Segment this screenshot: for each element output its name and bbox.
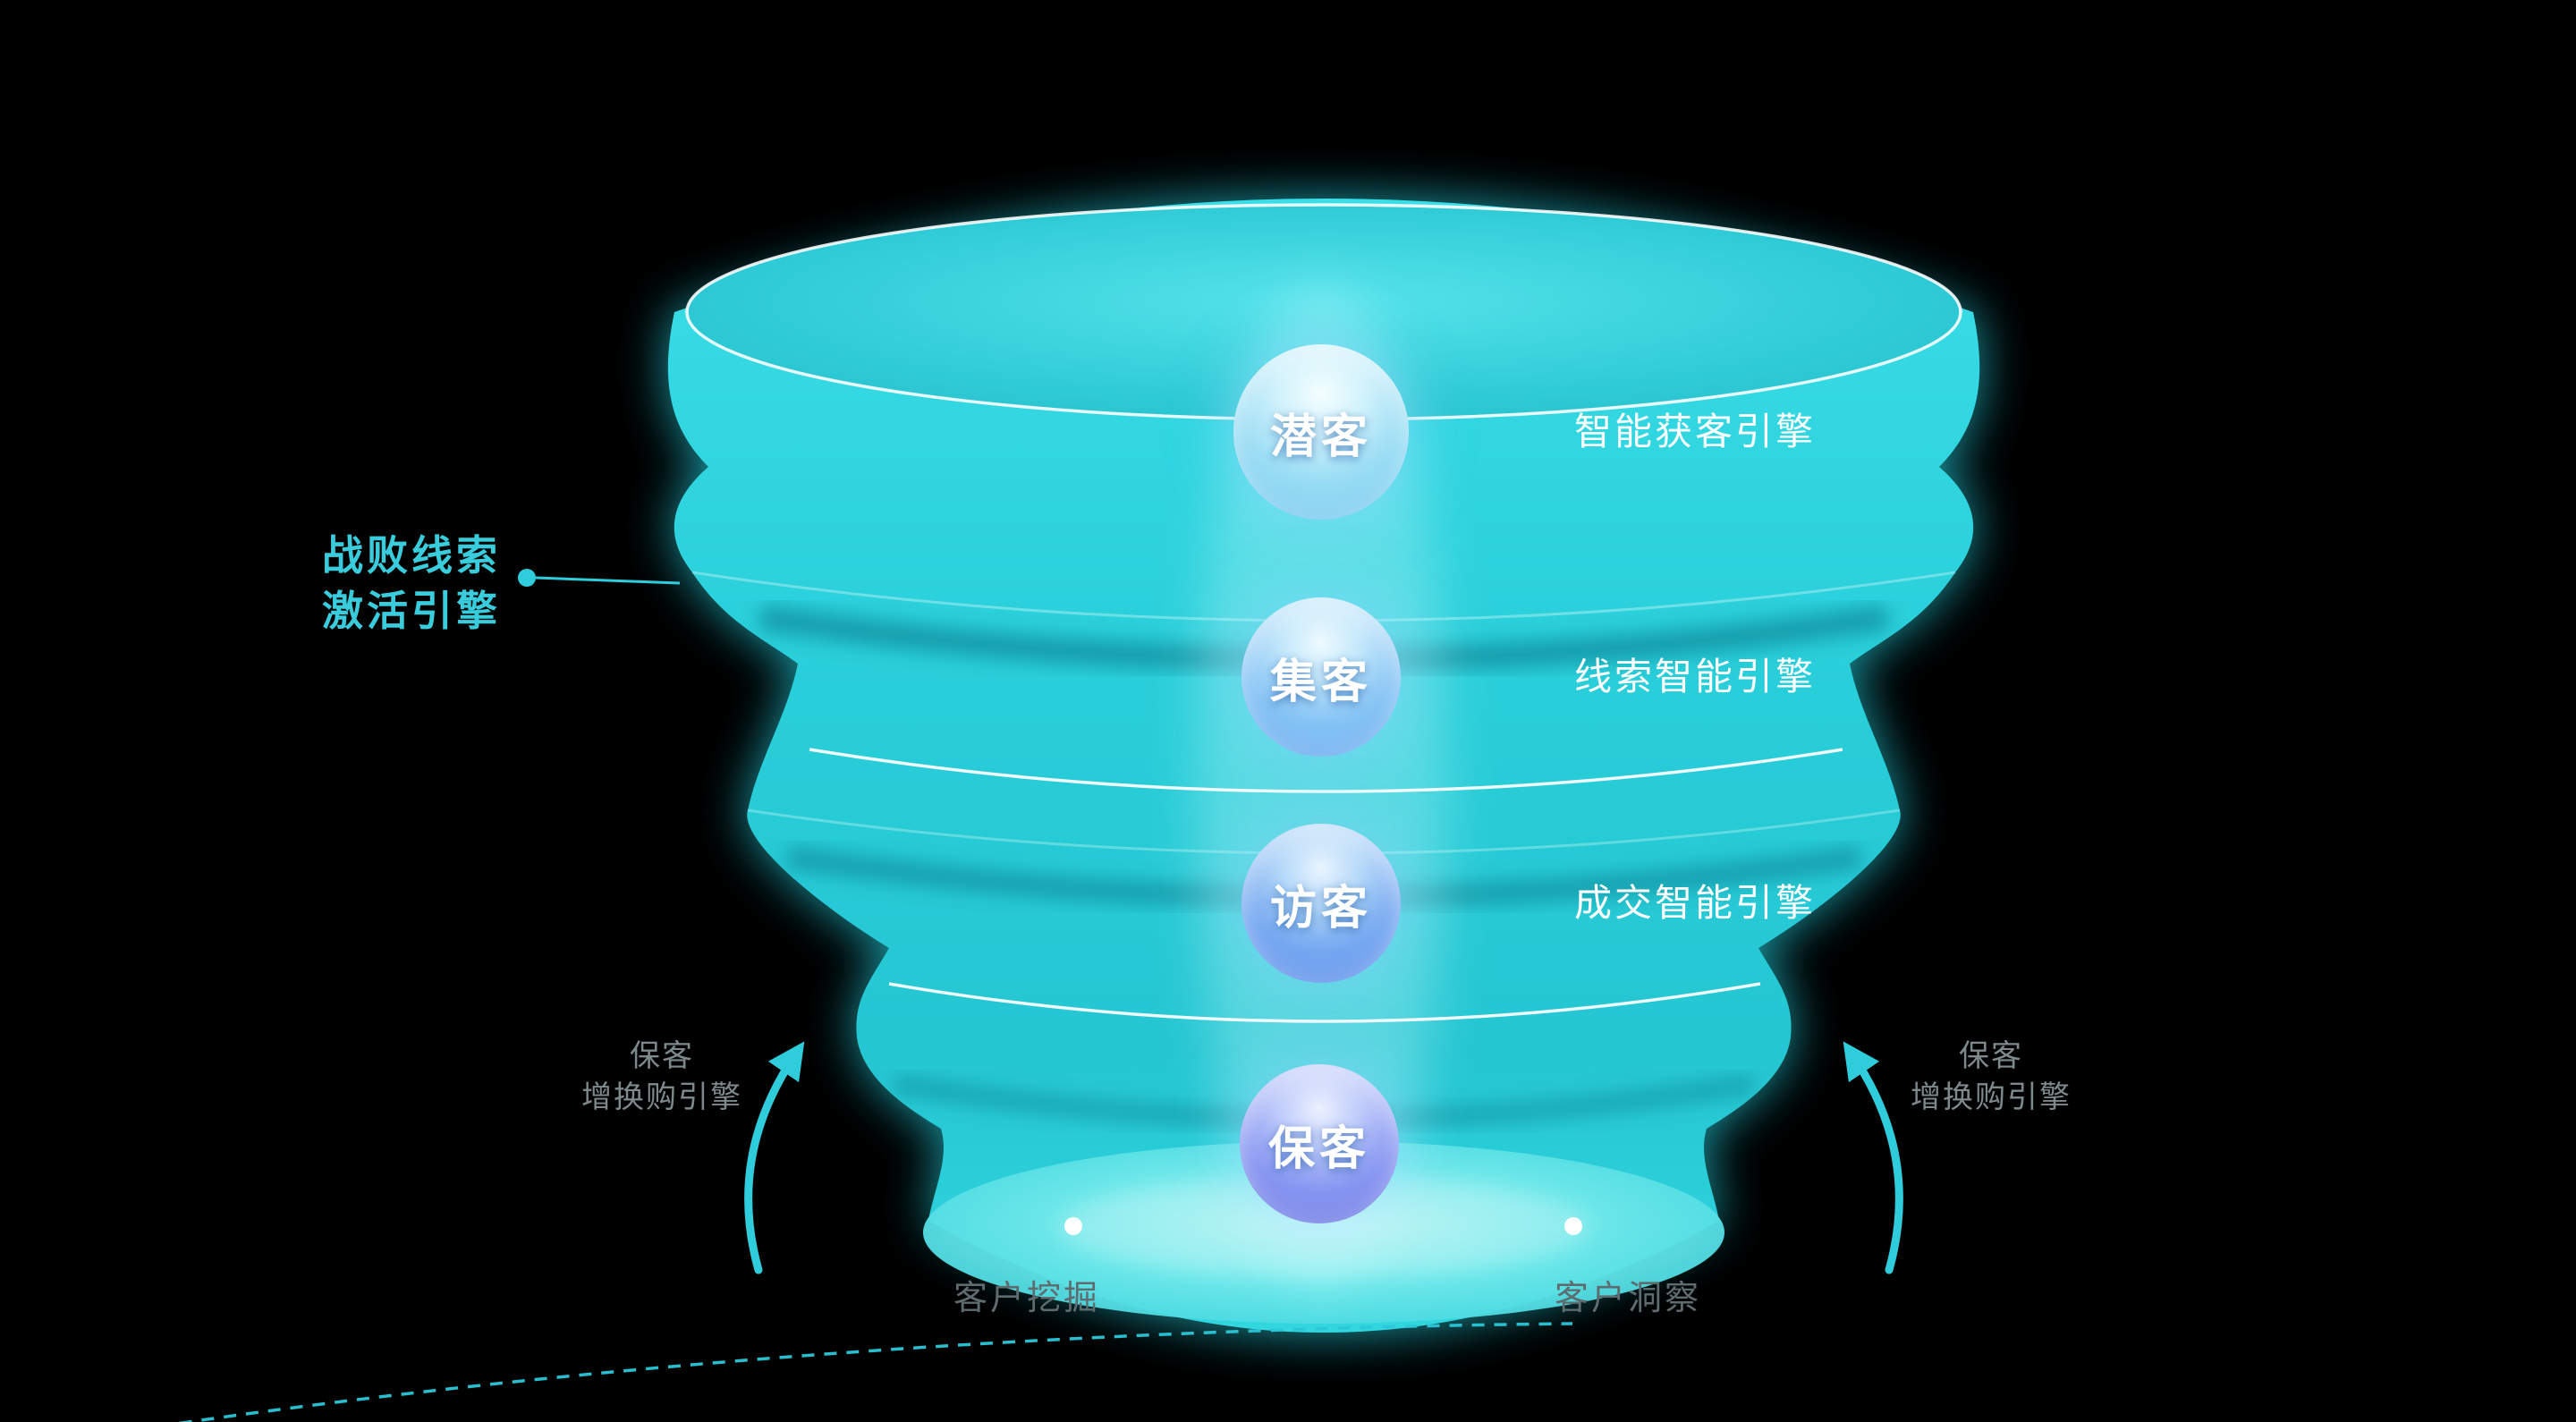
retention-left-line-1: 保客 — [630, 1038, 694, 1074]
stage-badge-prospects: 潜客 — [1233, 344, 1409, 520]
lost-lead-callout-line-1: 战败线索 — [322, 531, 501, 580]
cycle-dashed-curve — [177, 1322, 1573, 1422]
retention-right-line-1: 保客 — [1959, 1038, 2023, 1074]
funnel-bottom-dot-right — [1564, 1217, 1582, 1235]
retention-left-line-2: 增换购引擎 — [581, 1079, 742, 1115]
engine-label-lead-intelligence: 线索智能引擎 — [1574, 655, 1817, 698]
callout-dot — [518, 569, 536, 587]
retention-engine-label-left: 保客 增换购引擎 — [492, 1036, 832, 1118]
engine-label-acquisition: 智能获客引擎 — [1574, 410, 1817, 453]
bottom-label-customer-mining: 客户挖掘 — [953, 1278, 1100, 1317]
lost-lead-callout: 战败线索 激活引擎 — [282, 528, 541, 639]
upward-arrow-left — [744, 1041, 805, 1274]
separator-arc-upper — [809, 748, 1843, 793]
callout-connector-line — [535, 576, 681, 585]
stage-badge-leads-label: 集客 — [1269, 655, 1372, 709]
separator-arc-lower — [888, 982, 1761, 1023]
upward-arrow-right — [1843, 1041, 1903, 1274]
funnel-bottom-dot-left — [1064, 1217, 1082, 1235]
retention-right-line-2: 增换购引擎 — [1911, 1079, 2072, 1115]
stage-badge-retained: 保客 — [1240, 1064, 1399, 1223]
stage-badge-visitors-label: 访客 — [1269, 881, 1372, 935]
stage-badge-leads: 集客 — [1241, 597, 1401, 757]
stage-badge-prospects-label: 潜客 — [1269, 410, 1372, 464]
funnel-center-glow — [1196, 286, 1446, 1288]
engine-label-deal-intelligence: 成交智能引擎 — [1574, 881, 1817, 925]
lost-lead-callout-line-2: 激活引擎 — [322, 587, 501, 635]
bottom-label-customer-insight: 客户洞察 — [1554, 1278, 1701, 1317]
stage-badge-visitors: 访客 — [1241, 824, 1401, 983]
retention-engine-label-right: 保客 增换购引擎 — [1821, 1036, 2161, 1118]
stage-badge-retained-label: 保客 — [1267, 1122, 1370, 1176]
